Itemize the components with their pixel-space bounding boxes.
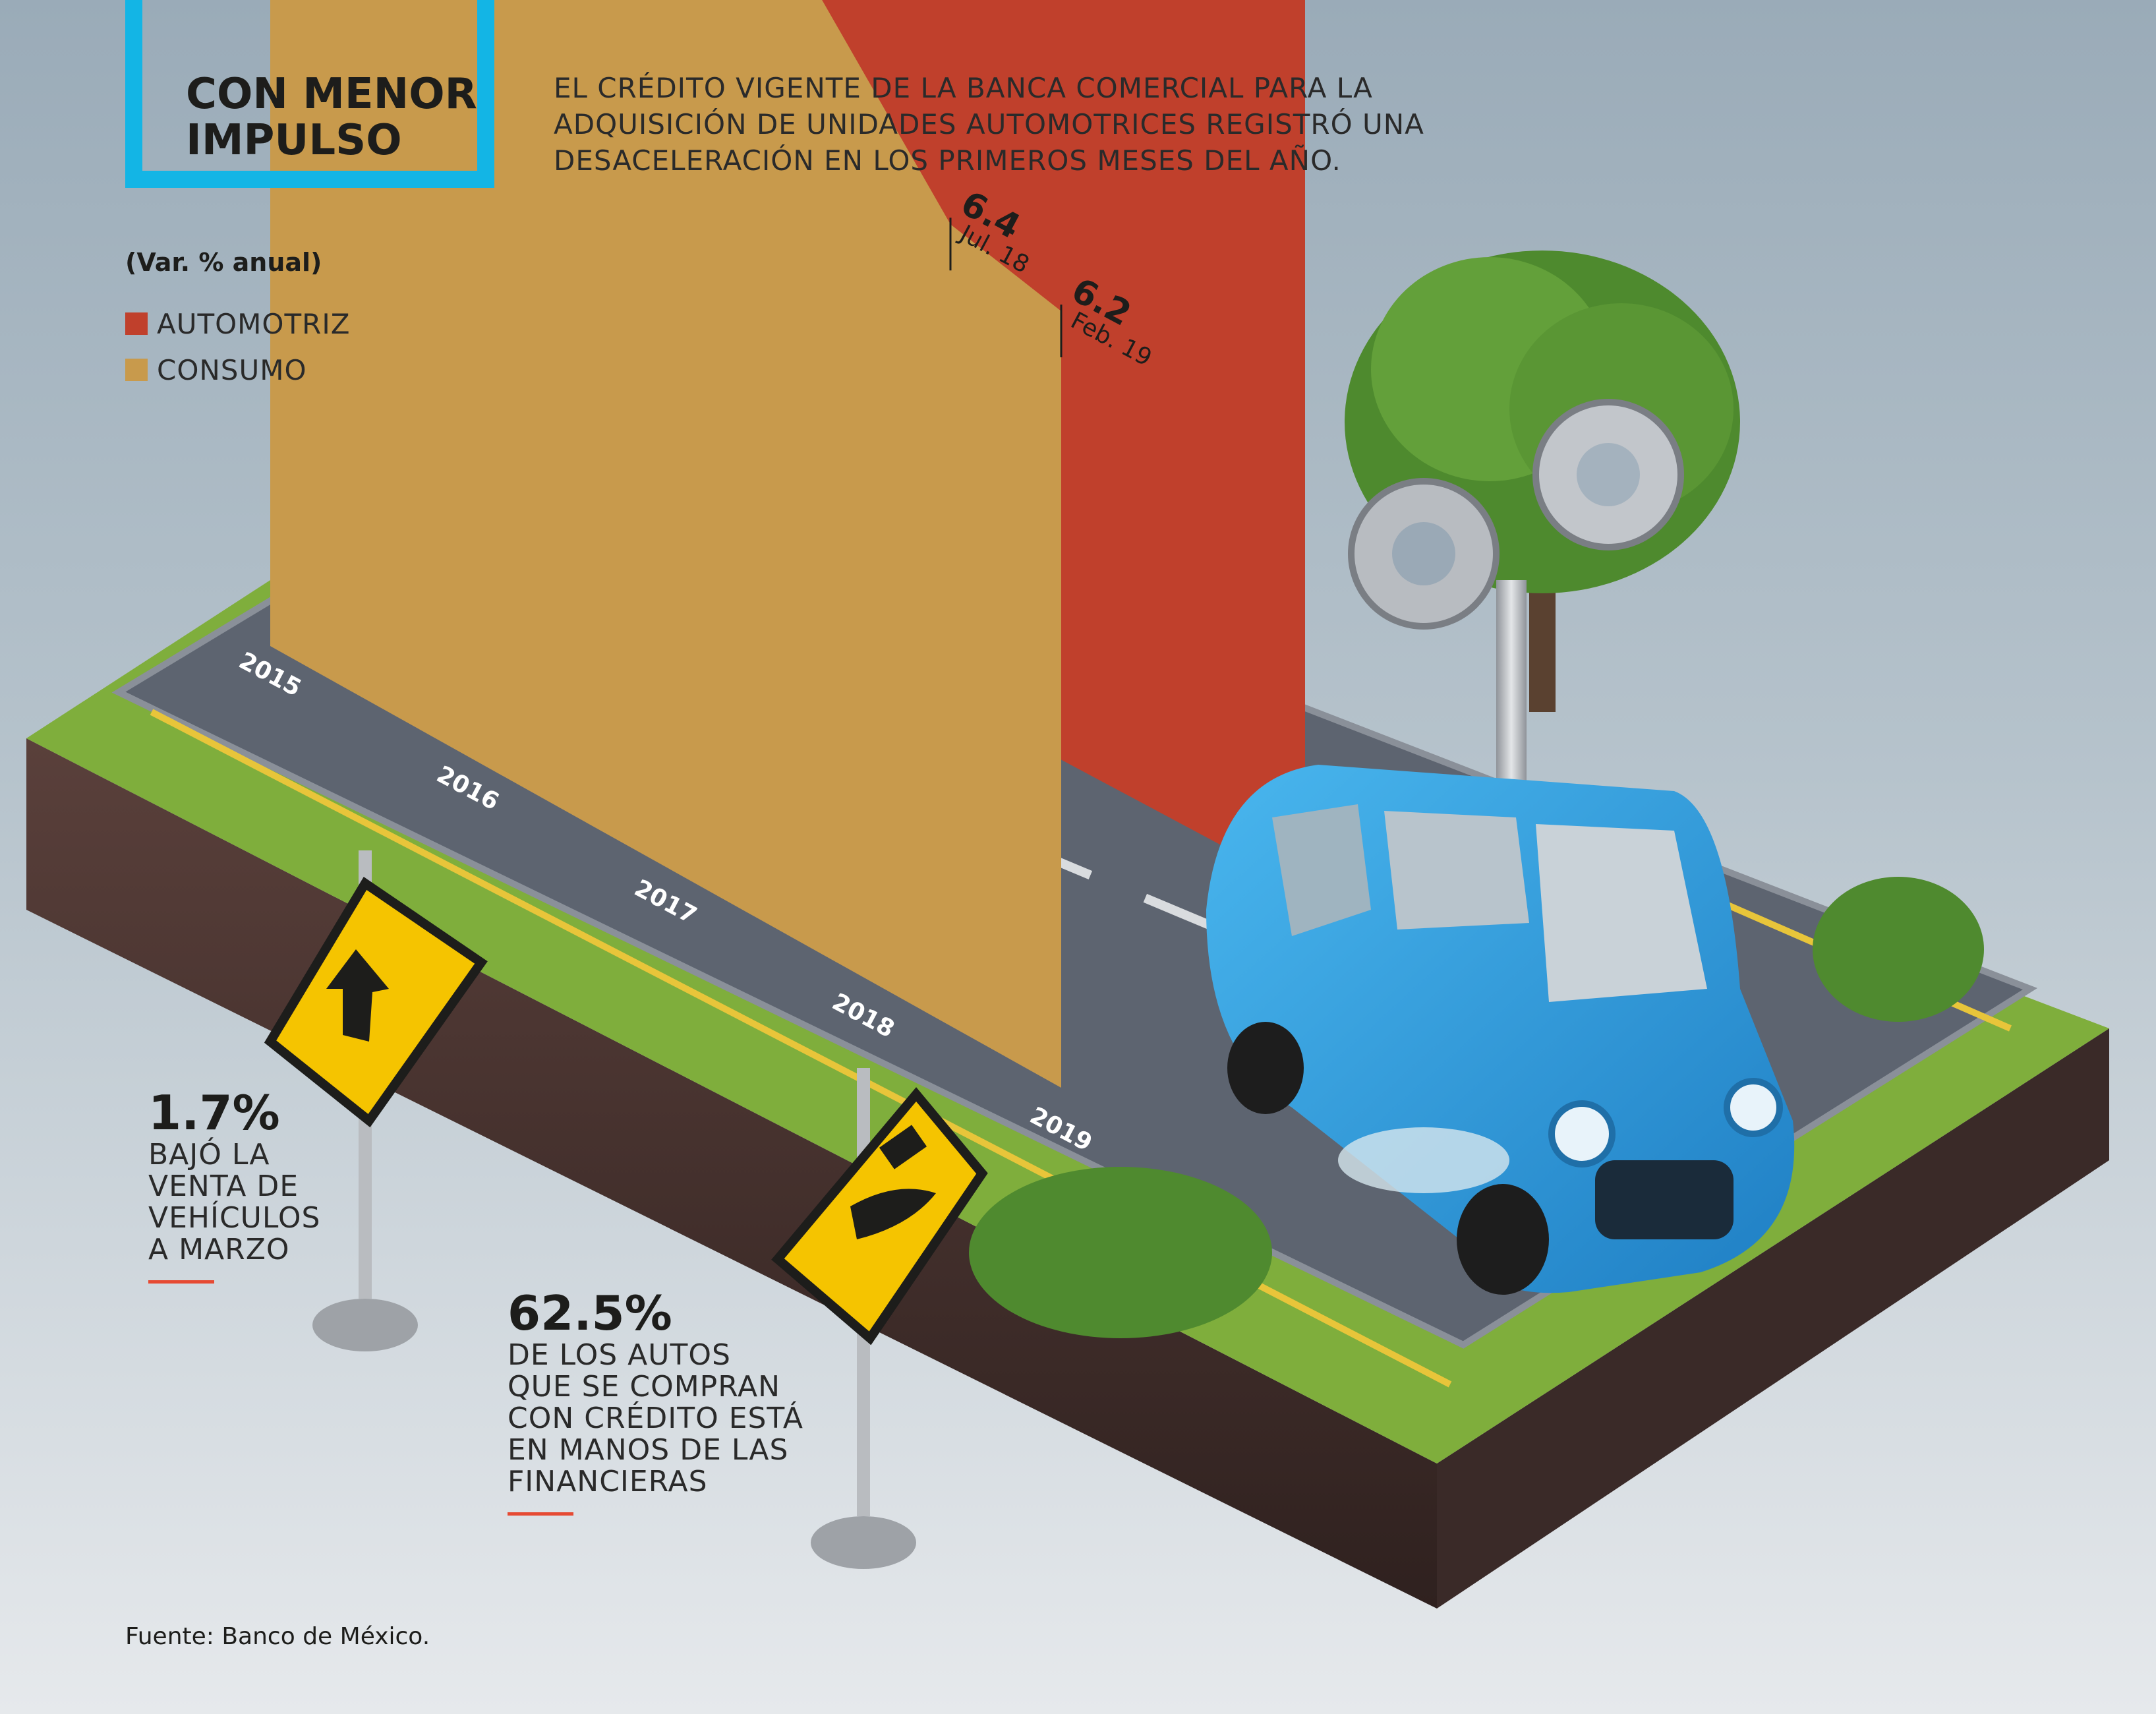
legend-label-automotriz: AUTOMOTRIZ: [157, 307, 351, 340]
area-consumo: [270, 0, 1061, 1088]
legend-item-consumo: CONSUMO: [125, 347, 350, 393]
wind-up-car-icon: [1206, 399, 1795, 1295]
hand-money-sign-icon: [771, 1068, 988, 1569]
legend-swatch-automotriz: [125, 312, 148, 335]
stat-underline: [148, 1280, 214, 1284]
y-axis-unit: (Var. % anual): [125, 248, 322, 277]
stat-description: DE LOS AUTOS QUE SE COMPRAN CON CRÉDITO …: [508, 1338, 803, 1498]
stat-financed-cars: 62.5% DE LOS AUTOS QUE SE COMPRAN CON CR…: [508, 1287, 803, 1516]
double-arrow-sign-icon: [264, 850, 488, 1351]
stat-value: 62.5%: [508, 1286, 672, 1341]
legend-item-automotriz: AUTOMOTRIZ: [125, 301, 350, 347]
page-title: CON MENOR IMPULSO: [186, 70, 477, 165]
legend-label-consumo: CONSUMO: [157, 353, 307, 386]
stat-value: 1.7%: [148, 1085, 280, 1140]
bush-icon: [969, 877, 1984, 1338]
stat-vehicle-sales: 1.7% BAJÓ LA VENTA DE VEHÍCULOS A MARZO: [148, 1086, 320, 1284]
legend: AUTOMOTRIZ CONSUMO: [125, 301, 350, 393]
subtitle: EL CRÉDITO VIGENTE DE LA BANCA COMERCIAL…: [554, 72, 1424, 177]
legend-swatch-consumo: [125, 359, 148, 381]
title-frame: [125, 0, 494, 188]
source-note: Fuente: Banco de México.: [125, 1623, 430, 1650]
stat-underline: [508, 1512, 573, 1516]
stat-description: BAJÓ LA VENTA DE VEHÍCULOS A MARZO: [148, 1138, 321, 1266]
